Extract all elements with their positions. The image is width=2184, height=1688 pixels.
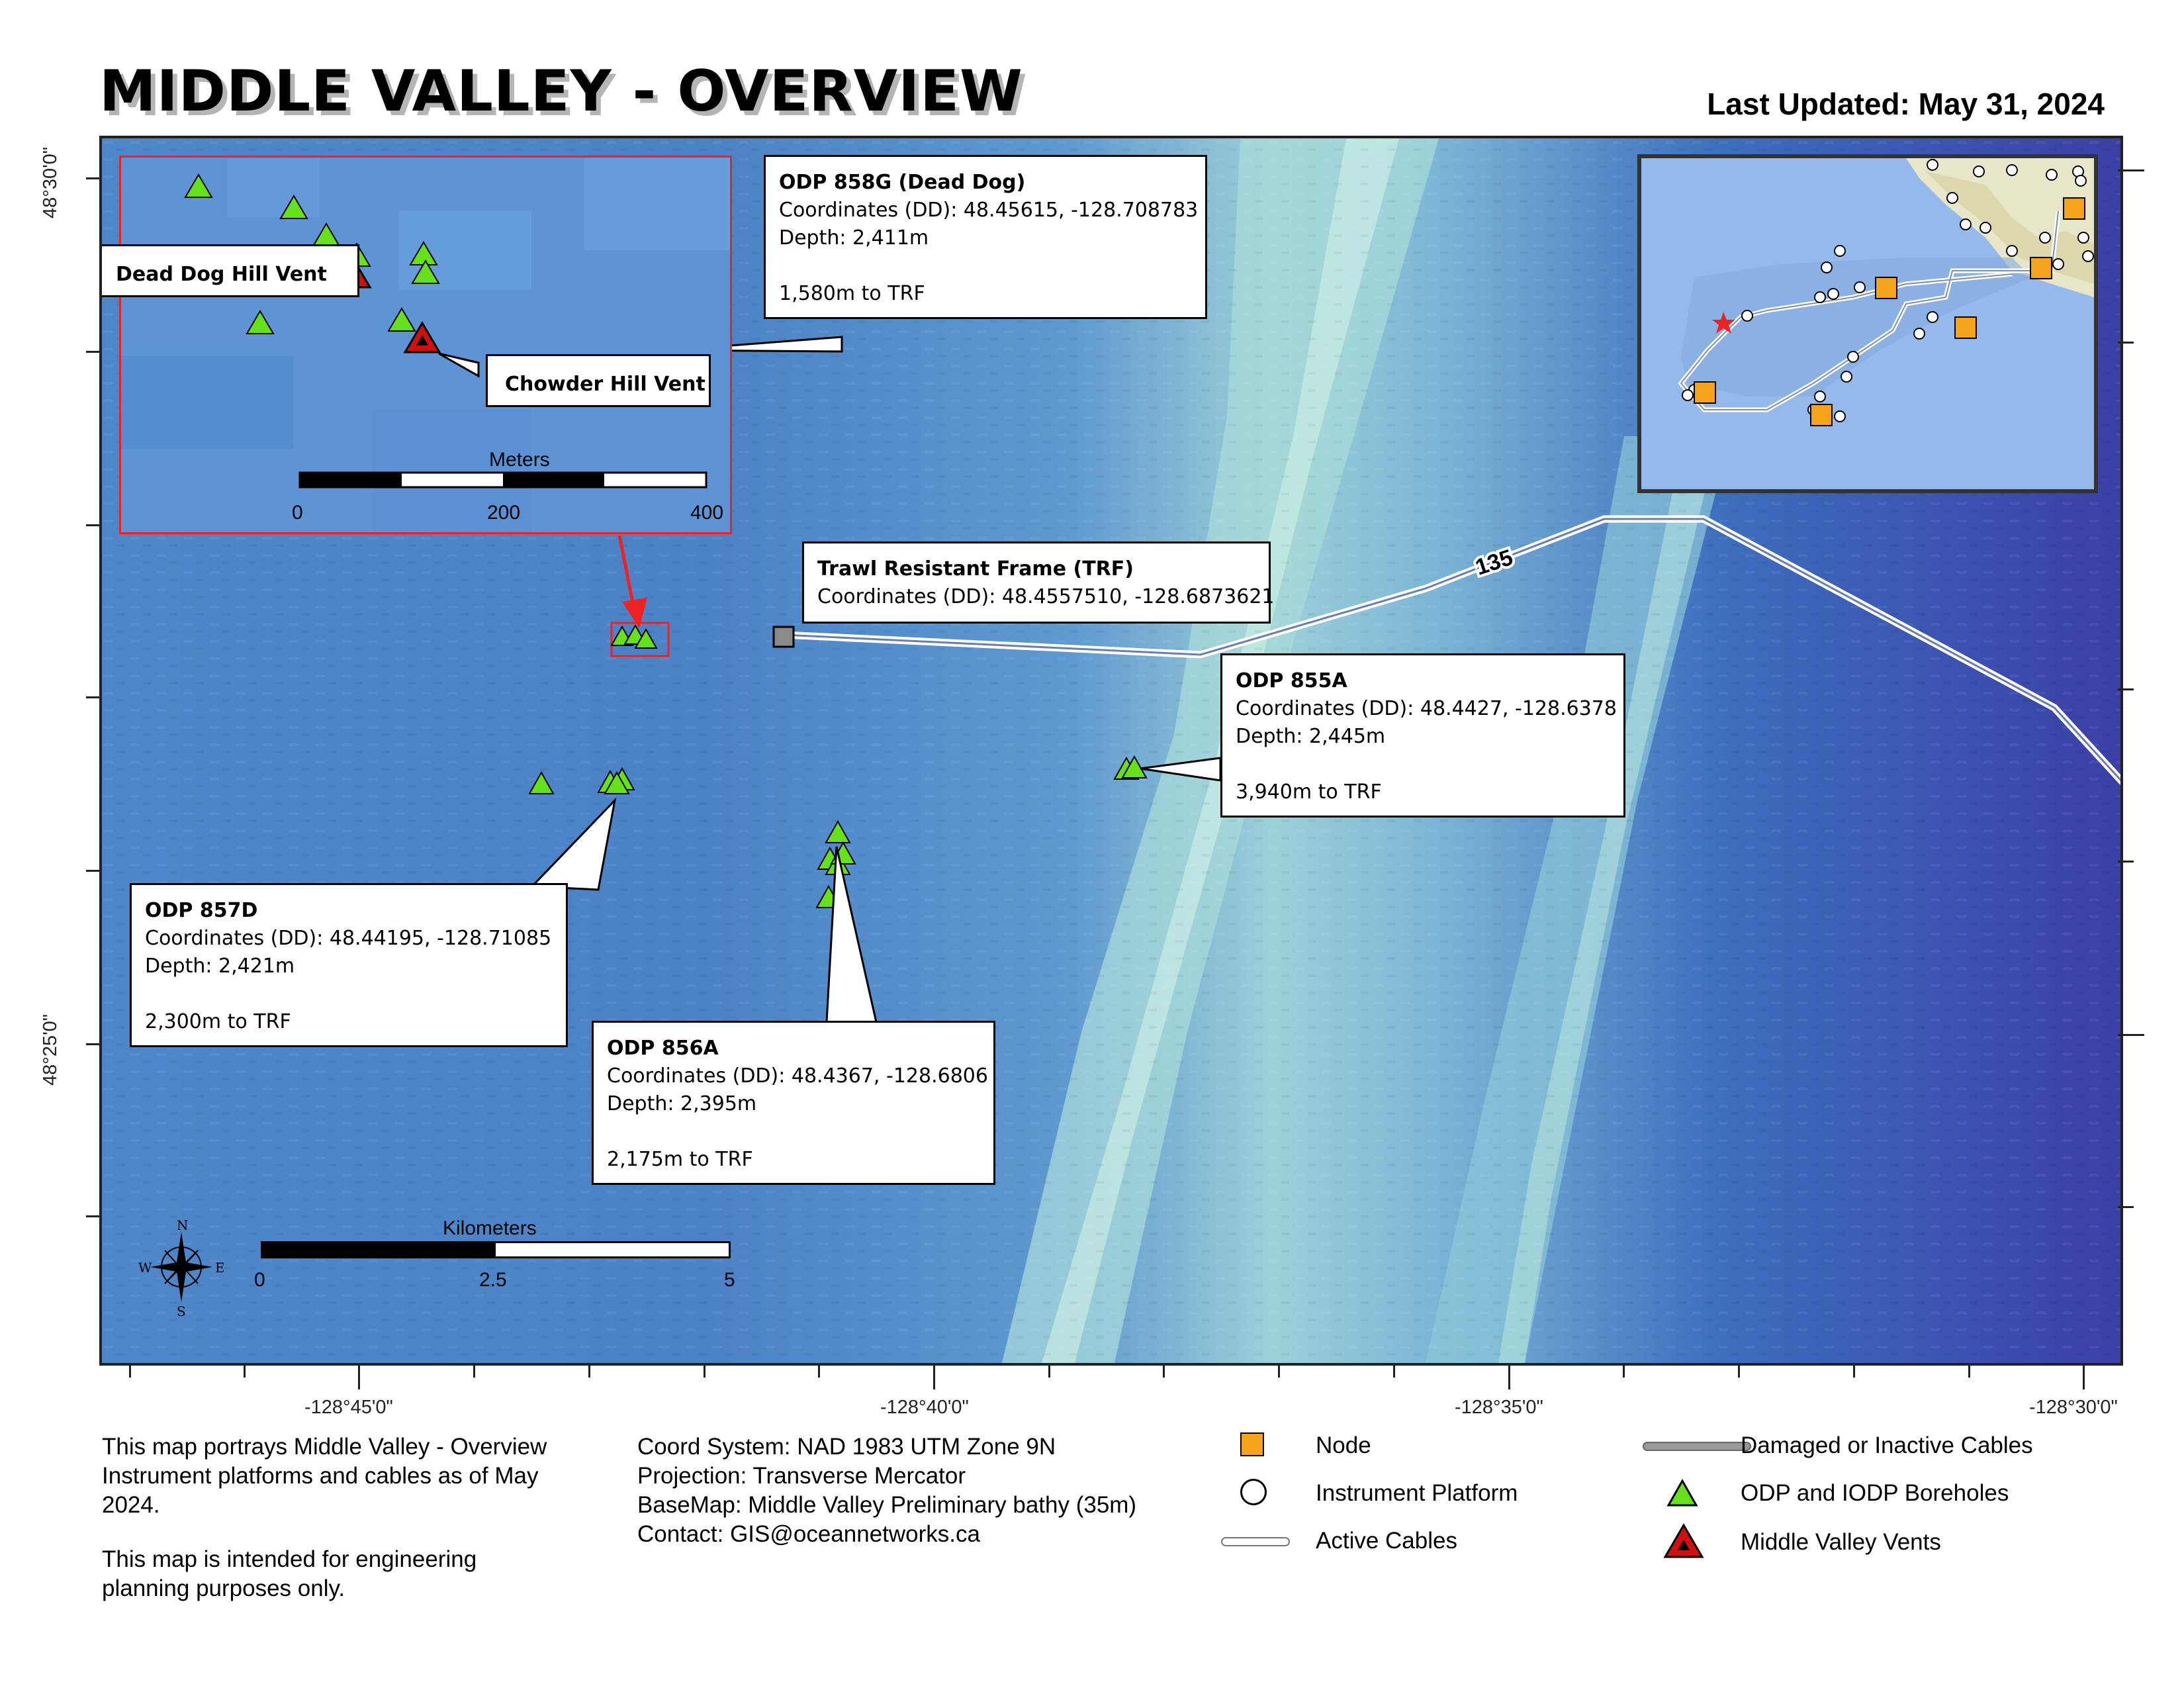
locator-platforms xyxy=(1682,159,2094,422)
legend-vents-label: Middle Valley Vents xyxy=(1741,1529,1941,1555)
inset-scale-tick-400: 400 xyxy=(690,502,724,524)
compass-rose: N S E W xyxy=(138,1217,225,1319)
lon-label-128-30: -128°30'0" xyxy=(2029,1397,2118,1418)
odp-855a-distance: 3,940m to TRF xyxy=(1236,780,1382,804)
legend-damaged-cable-icon xyxy=(1643,1442,1751,1451)
inset-scale-tick-0: 0 xyxy=(292,502,303,524)
legend-borehole-icon xyxy=(1666,1479,1698,1507)
lon-label-128-35: -128°35'0" xyxy=(1455,1397,1543,1418)
legend-node-icon xyxy=(1240,1432,1264,1456)
odp-858g-coords: Coordinates (DD): 48.45615, -128.708783 xyxy=(779,199,1199,222)
main-map[interactable]: 135 xyxy=(99,136,2123,1366)
legend-platform-label: Instrument Platform xyxy=(1316,1480,1518,1506)
legend-vent-icon xyxy=(1663,1523,1704,1558)
compass-s: S xyxy=(177,1303,186,1319)
chowder-vent-label: Chowder Hill Vent xyxy=(486,354,711,407)
locator-nodes xyxy=(1694,197,2085,426)
lon-label-128-40: -128°40'0" xyxy=(880,1397,969,1418)
trf-title: Trawl Resistant Frame (TRF) xyxy=(817,557,1134,581)
legend-active-cable-icon xyxy=(1221,1537,1290,1546)
legend-active-label: Active Cables xyxy=(1316,1528,1457,1554)
footer-disclaimer: This map is intended for engineering pla… xyxy=(102,1546,477,1601)
compass-e: E xyxy=(215,1260,225,1276)
callout-trf[interactable]: Trawl Resistant Frame (TRF) Coordinates … xyxy=(802,541,1275,624)
trf-coords: Coordinates (DD): 48.4557510, -128.68736… xyxy=(817,585,1275,608)
map-title: MIDDLE VALLEY - OVERVIEW xyxy=(99,58,1023,124)
odp-857d-coords: Coordinates (DD): 48.44195, -128.71085 xyxy=(145,927,552,950)
odp-857d-depth: Depth: 2,421m xyxy=(145,955,295,978)
lat-label-48-25: 48°25'0" xyxy=(40,1013,61,1086)
callout-odp-856a[interactable]: ODP 856A Coordinates (DD): 48.4367, -128… xyxy=(592,1021,995,1185)
legend-damaged-label: Damaged or Inactive Cables xyxy=(1741,1432,2033,1458)
borehole-group-855[interactable] xyxy=(1113,755,1148,780)
odp-855a-depth: Depth: 2,445m xyxy=(1236,725,1386,748)
lat-label-48-30: 48°30'0" xyxy=(40,146,61,218)
callout-odp-858g[interactable]: ODP 858G (Dead Dog) Coordinates (DD): 48… xyxy=(764,155,1207,319)
main-scale-tick-5: 5 xyxy=(724,1269,735,1291)
inset-scale-title: Meters xyxy=(489,449,550,471)
last-updated: Last Updated: May 31, 2024 xyxy=(1707,87,2105,121)
odp-856a-depth: Depth: 2,395m xyxy=(607,1092,757,1115)
borehole-group-858[interactable] xyxy=(610,624,658,649)
legend-platform-icon xyxy=(1240,1479,1267,1505)
odp-858g-title: ODP 858G (Dead Dog) xyxy=(779,171,1026,194)
odp-855a-title: ODP 855A xyxy=(1236,669,1347,692)
odp-857d-distance: 2,300m to TRF xyxy=(145,1010,291,1033)
dead-dog-vent-label: Dead Dog Hill Vent xyxy=(102,244,359,297)
lon-label-128-45: -128°45'0" xyxy=(304,1397,393,1418)
odp-856a-title: ODP 856A xyxy=(607,1037,719,1060)
callout-odp-855a[interactable]: ODP 855A Coordinates (DD): 48.4427, -128… xyxy=(1220,653,1625,818)
borehole-group-856[interactable] xyxy=(815,820,856,908)
north-arrow-icon xyxy=(150,1232,212,1302)
odp-856a-coords: Coordinates (DD): 48.4367, -128.6806 xyxy=(607,1064,988,1088)
legend-node-label: Node xyxy=(1316,1432,1371,1458)
chowder-vent-text: Chowder Hill Vent xyxy=(505,373,705,396)
footer-description: This map portrays Middle Valley - Overvi… xyxy=(102,1434,547,1518)
locator-star-icon xyxy=(1712,312,1735,334)
main-scale-tick-0: 0 xyxy=(254,1269,265,1291)
main-scale-title: Kilometers xyxy=(443,1217,537,1239)
odp-857d-title: ODP 857D xyxy=(145,899,258,922)
odp-856a-distance: 2,175m to TRF xyxy=(607,1148,753,1171)
inset-scale-tick-200: 200 xyxy=(487,502,521,524)
callout-odp-857d[interactable]: ODP 857D Coordinates (DD): 48.44195, -12… xyxy=(130,883,568,1047)
odp-855a-coords: Coordinates (DD): 48.4427, -128.6378 xyxy=(1236,697,1617,720)
compass-w: W xyxy=(138,1260,152,1276)
legend-boreholes-label: ODP and IODP Boreholes xyxy=(1741,1480,2009,1506)
trf-marker[interactable] xyxy=(772,626,795,648)
dead-dog-vent-text: Dead Dog Hill Vent xyxy=(116,263,327,286)
compass-n: N xyxy=(177,1217,189,1233)
odp-858g-depth: Depth: 2,411m xyxy=(779,226,929,250)
main-scale-bar xyxy=(261,1241,731,1258)
vent-inset-map[interactable]: Meters 0 200 400 xyxy=(119,156,732,534)
borehole-group-857[interactable] xyxy=(528,767,635,794)
main-scale-tick-2-5: 2.5 xyxy=(479,1269,507,1291)
footer-basemap: BaseMap: Middle Valley Preliminary bathy… xyxy=(637,1492,1137,1518)
footer-contact[interactable]: Contact: GIS@oceannetworks.ca xyxy=(637,1521,980,1547)
footer-projection: Projection: Transverse Mercator xyxy=(637,1463,966,1489)
locator-map[interactable] xyxy=(1637,154,2098,493)
odp-858g-distance: 1,580m to TRF xyxy=(779,282,925,305)
footer-coord-system: Coord System: NAD 1983 UTM Zone 9N xyxy=(637,1434,1056,1460)
